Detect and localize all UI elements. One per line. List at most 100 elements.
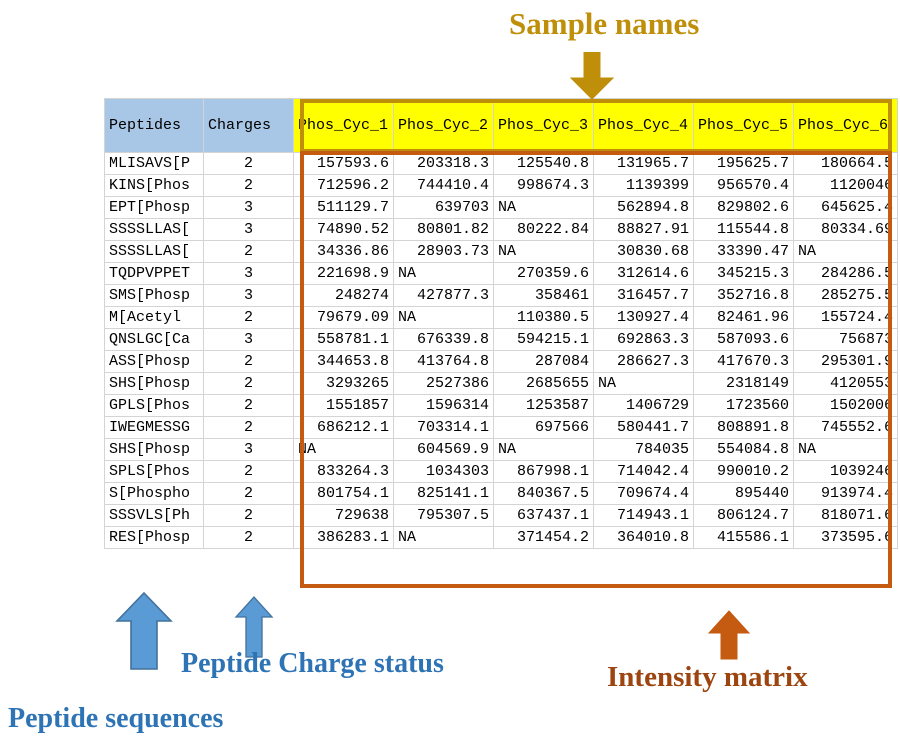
cell-intensity[interactable]: 221698.9 [293,262,394,285]
cell-intensity[interactable]: 386283.1 [293,526,394,549]
cell-intensity[interactable]: 1120046 [793,174,898,197]
cell-intensity[interactable]: 818071.6 [793,504,898,527]
cell-intensity[interactable]: 2685655 [493,372,594,395]
cell-intensity[interactable]: 34336.86 [293,240,394,263]
cell-intensity[interactable]: 808891.8 [693,416,794,439]
cell-peptide[interactable]: SSSSLLAS[ [104,240,204,263]
cell-intensity[interactable]: 714042.4 [593,460,694,483]
cell-intensity[interactable]: 203318.3 [393,152,494,175]
cell-intensity[interactable]: 744410.4 [393,174,494,197]
cell-intensity[interactable]: 645625.4 [793,196,898,219]
cell-intensity[interactable]: 554084.8 [693,438,794,461]
cell-intensity[interactable]: 806124.7 [693,504,794,527]
cell-charge[interactable]: 2 [203,306,294,329]
cell-intensity[interactable]: 637437.1 [493,504,594,527]
cell-intensity[interactable]: 1723560 [693,394,794,417]
cell-intensity[interactable]: 345215.3 [693,262,794,285]
cell-peptide[interactable]: KINS[Phos [104,174,204,197]
cell-charge[interactable]: 2 [203,372,294,395]
cell-peptide[interactable]: SPLS[Phos [104,460,204,483]
cell-peptide[interactable]: GPLS[Phos [104,394,204,417]
cell-intensity[interactable]: 110380.5 [493,306,594,329]
cell-intensity[interactable]: 676339.8 [393,328,494,351]
cell-intensity[interactable]: NA [793,240,898,263]
cell-intensity[interactable]: 180664.5 [793,152,898,175]
cell-intensity[interactable]: 956570.4 [693,174,794,197]
cell-peptide[interactable]: RES[Phosp [104,526,204,549]
cell-intensity[interactable]: NA [493,438,594,461]
cell-intensity[interactable]: 287084 [493,350,594,373]
cell-intensity[interactable]: 3293265 [293,372,394,395]
cell-peptide[interactable]: ASS[Phosp [104,350,204,373]
cell-intensity[interactable]: 364010.8 [593,526,694,549]
cell-intensity[interactable]: 2318149 [693,372,794,395]
cell-intensity[interactable]: 756873 [793,328,898,351]
cell-intensity[interactable]: 413764.8 [393,350,494,373]
cell-intensity[interactable]: 511129.7 [293,196,394,219]
cell-intensity[interactable]: 703314.1 [393,416,494,439]
cell-intensity[interactable]: 312614.6 [593,262,694,285]
cell-intensity[interactable]: 2527386 [393,372,494,395]
cell-intensity[interactable]: 990010.2 [693,460,794,483]
cell-charge[interactable]: 3 [203,196,294,219]
cell-charge[interactable]: 2 [203,152,294,175]
cell-intensity[interactable]: NA [493,240,594,263]
cell-intensity[interactable]: 714943.1 [593,504,694,527]
cell-charge[interactable]: 2 [203,416,294,439]
cell-intensity[interactable]: 825141.1 [393,482,494,505]
column-header-peptides[interactable]: Peptides [104,98,204,153]
cell-intensity[interactable]: 344653.8 [293,350,394,373]
cell-intensity[interactable]: 745552.6 [793,416,898,439]
cell-intensity[interactable]: 195625.7 [693,152,794,175]
cell-intensity[interactable]: 913974.4 [793,482,898,505]
cell-intensity[interactable]: 125540.8 [493,152,594,175]
cell-intensity[interactable]: 784035 [593,438,694,461]
column-header-sample-6[interactable]: Phos_Cyc_6 [793,98,898,153]
cell-charge[interactable]: 3 [203,218,294,241]
cell-charge[interactable]: 2 [203,504,294,527]
cell-intensity[interactable]: 417670.3 [693,350,794,373]
cell-charge[interactable]: 2 [203,174,294,197]
cell-peptide[interactable]: S[Phospho [104,482,204,505]
cell-peptide[interactable]: TQDPVPPET [104,262,204,285]
cell-peptide[interactable]: SHS[Phosp [104,372,204,395]
cell-intensity[interactable]: NA [393,262,494,285]
cell-intensity[interactable]: 88827.91 [593,218,694,241]
cell-intensity[interactable]: 801754.1 [293,482,394,505]
cell-intensity[interactable]: 998674.3 [493,174,594,197]
cell-charge[interactable]: 2 [203,240,294,263]
cell-intensity[interactable]: 1502006 [793,394,898,417]
cell-intensity[interactable]: 1551857 [293,394,394,417]
cell-peptide[interactable]: SSSVLS[Ph [104,504,204,527]
cell-intensity[interactable]: 352716.8 [693,284,794,307]
cell-intensity[interactable]: 580441.7 [593,416,694,439]
cell-intensity[interactable]: 712596.2 [293,174,394,197]
cell-intensity[interactable]: 286627.3 [593,350,694,373]
cell-intensity[interactable]: 558781.1 [293,328,394,351]
column-header-charges[interactable]: Charges [203,98,294,153]
column-header-sample-4[interactable]: Phos_Cyc_4 [593,98,694,153]
cell-intensity[interactable]: 1253587 [493,394,594,417]
cell-intensity[interactable]: 587093.6 [693,328,794,351]
cell-intensity[interactable]: 639703 [393,196,494,219]
cell-charge[interactable]: 2 [203,350,294,373]
cell-charge[interactable]: 3 [203,262,294,285]
column-header-sample-1[interactable]: Phos_Cyc_1 [293,98,394,153]
cell-peptide[interactable]: QNSLGC[Ca [104,328,204,351]
cell-intensity[interactable]: 285275.5 [793,284,898,307]
column-header-sample-5[interactable]: Phos_Cyc_5 [693,98,794,153]
cell-intensity[interactable]: 79679.09 [293,306,394,329]
cell-intensity[interactable]: 115544.8 [693,218,794,241]
cell-peptide[interactable]: SSSSLLAS[ [104,218,204,241]
cell-intensity[interactable]: NA [493,196,594,219]
cell-peptide[interactable]: SMS[Phosp [104,284,204,307]
cell-intensity[interactable]: 80222.84 [493,218,594,241]
cell-intensity[interactable]: 1034303 [393,460,494,483]
cell-intensity[interactable]: 130927.4 [593,306,694,329]
cell-charge[interactable]: 2 [203,460,294,483]
cell-intensity[interactable]: 284286.5 [793,262,898,285]
cell-intensity[interactable]: 371454.2 [493,526,594,549]
cell-intensity[interactable]: NA [393,306,494,329]
cell-intensity[interactable]: 795307.5 [393,504,494,527]
cell-intensity[interactable]: 829802.6 [693,196,794,219]
